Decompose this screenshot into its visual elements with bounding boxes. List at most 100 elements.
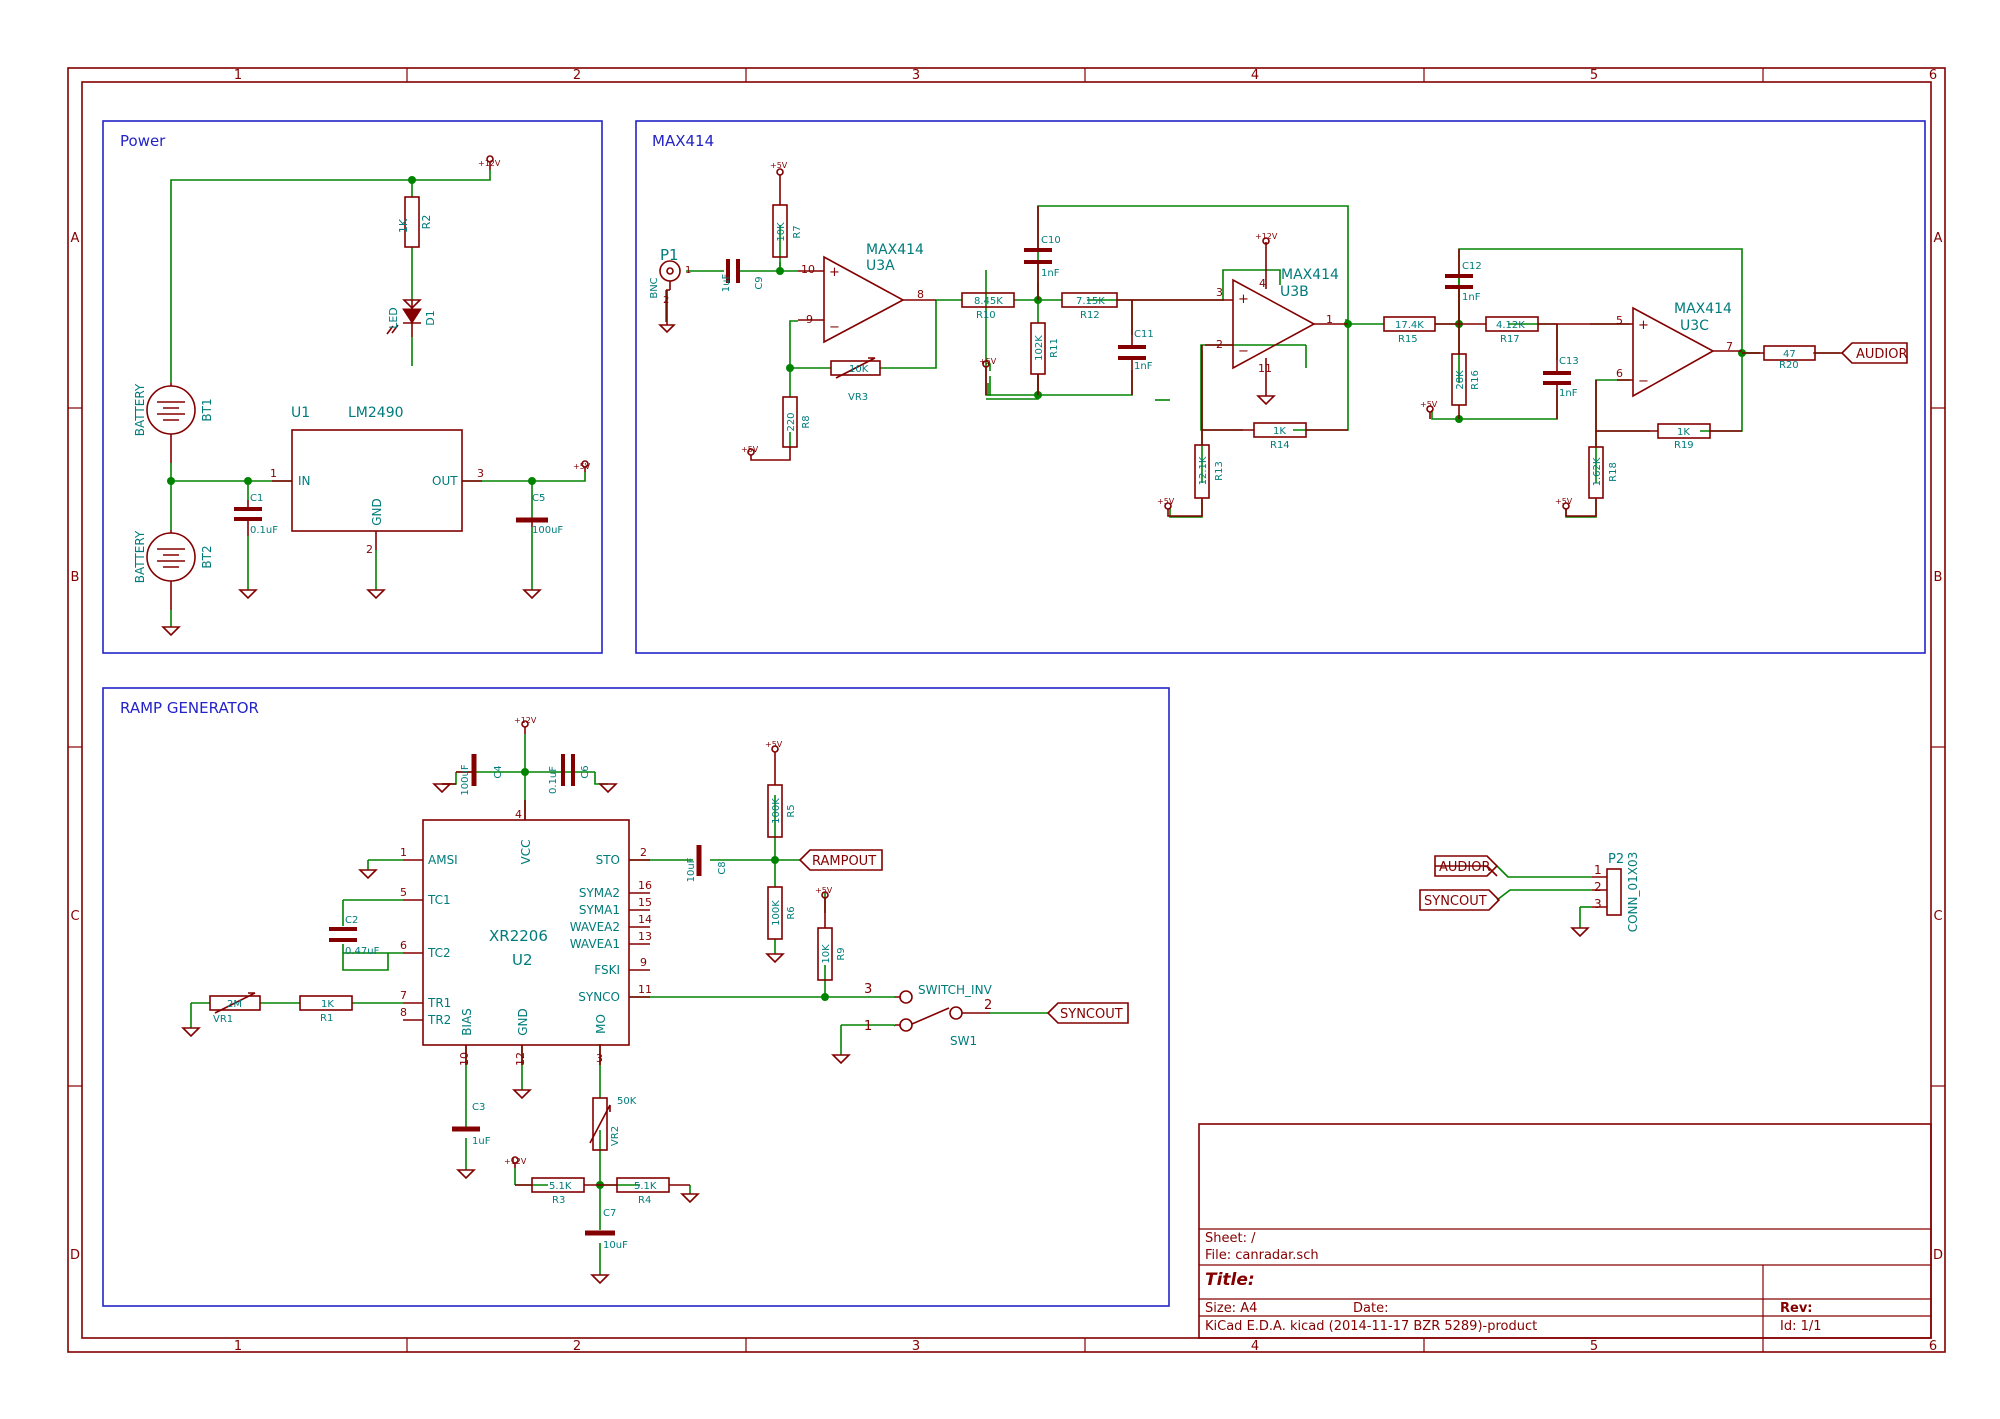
u2-pin-tr2-num: 8 bbox=[400, 1006, 407, 1019]
u3a-pin8: 8 bbox=[917, 288, 924, 301]
power-label-plus12v-2: +12V bbox=[1255, 232, 1278, 241]
c10-ref: C10 bbox=[1041, 235, 1061, 246]
power-label-plus12v-4: +12V bbox=[504, 1157, 527, 1166]
u2-pin-mo-label: MO bbox=[594, 1014, 608, 1034]
c3-ref: C3 bbox=[472, 1102, 485, 1113]
col-label-bottom-2: 2 bbox=[573, 1339, 581, 1354]
p2-pin3: 3 bbox=[1594, 897, 1602, 911]
col-label-top-3: 3 bbox=[912, 68, 920, 83]
r20-value: 47 bbox=[1783, 349, 1796, 360]
row-label-right-c: C bbox=[1933, 909, 1942, 924]
u2-pin-vcc-num: 4 bbox=[515, 808, 522, 821]
u3b-pin2: 2 bbox=[1216, 338, 1223, 351]
u3a-ref: U3A bbox=[866, 258, 895, 274]
u1-value: LM2490 bbox=[348, 405, 404, 421]
u3c-value: MAX414 bbox=[1674, 301, 1732, 317]
c7-value: 10uF bbox=[603, 1240, 628, 1251]
u3c-ref: U3C bbox=[1680, 318, 1709, 334]
u3b-value: MAX414 bbox=[1281, 267, 1339, 283]
u3b-pin4: 4 bbox=[1259, 277, 1266, 290]
u2-pin-sto-num: 2 bbox=[640, 846, 647, 859]
p2-pin1: 1 bbox=[1594, 863, 1602, 877]
c1-ref: C1 bbox=[250, 493, 263, 504]
p1-pin1: 1 bbox=[685, 265, 691, 276]
r4-ref: R4 bbox=[638, 1195, 651, 1206]
col-label-top-4: 4 bbox=[1251, 68, 1259, 83]
ramp-generator-section-box bbox=[102, 687, 1170, 1307]
power-label-plus5v-9: +5V bbox=[815, 886, 833, 895]
vr2-ref: VR2 bbox=[610, 1126, 621, 1146]
power-section-box bbox=[102, 120, 603, 654]
u2-pin-synco-label: SYNCO bbox=[578, 990, 620, 1004]
u1-pin2-num: 2 bbox=[366, 543, 373, 556]
c5-ref: C5 bbox=[532, 493, 545, 504]
r8-ref: R8 bbox=[801, 415, 812, 428]
sw1-pin3: 3 bbox=[864, 982, 872, 997]
u2-pin-sto-label: STO bbox=[596, 853, 620, 867]
u2-pin-tc2-label: TC2 bbox=[427, 946, 451, 960]
title-block-title: Title: bbox=[1205, 1270, 1255, 1290]
r12-ref: R12 bbox=[1080, 310, 1100, 321]
u2-pin-tc1-num: 5 bbox=[400, 886, 407, 899]
col-label-bottom-4: 4 bbox=[1251, 1339, 1259, 1354]
u1-pin3-num: 3 bbox=[477, 467, 484, 480]
p1-pin2: 2 bbox=[663, 295, 669, 306]
sw1-pin1: 1 bbox=[864, 1019, 872, 1034]
r7-ref: R7 bbox=[792, 225, 803, 238]
c13-ref: C13 bbox=[1559, 356, 1579, 367]
col-label-bottom-5: 5 bbox=[1590, 1339, 1598, 1354]
d1-value: LED bbox=[387, 307, 400, 329]
u2-pin-syma1-num: 15 bbox=[638, 896, 652, 909]
bt2-value: BATTERY bbox=[133, 530, 147, 583]
r10-ref: R10 bbox=[976, 310, 996, 321]
r11-value: 102K bbox=[1034, 335, 1045, 361]
u1-pin-gnd: GND bbox=[370, 498, 384, 526]
r17-value: 4.12K bbox=[1496, 320, 1525, 331]
r11-ref: R11 bbox=[1049, 338, 1060, 358]
p1-value: BNC bbox=[649, 277, 660, 298]
r9-value: 10K bbox=[821, 944, 832, 964]
r20-ref: R20 bbox=[1779, 360, 1799, 371]
power-label-plus5v-8: +5V bbox=[765, 740, 783, 749]
net-label-audior-2: AUDIOR bbox=[1439, 860, 1491, 875]
c2-value: 0.47uF bbox=[345, 946, 380, 957]
r13-value: 12.1K bbox=[1198, 456, 1209, 485]
title-block-id: Id: 1/1 bbox=[1780, 1319, 1822, 1334]
c2-ref: C2 bbox=[345, 915, 358, 926]
col-label-top-6: 6 bbox=[1929, 68, 1937, 83]
c10-value: 1nF bbox=[1041, 268, 1060, 279]
u2-pin-wavea1-label: WAVEA1 bbox=[570, 937, 620, 951]
r9-ref: R9 bbox=[836, 947, 847, 960]
r2-ref: R2 bbox=[420, 215, 433, 230]
c12-value: 1nF bbox=[1462, 292, 1481, 303]
bt1-ref: BT1 bbox=[200, 398, 214, 421]
r16-value: 28K bbox=[1455, 370, 1466, 390]
u2-pin-amsi-label: AMSI bbox=[428, 853, 458, 867]
col-label-bottom-3: 3 bbox=[912, 1339, 920, 1354]
svg-text:−: − bbox=[1638, 374, 1649, 389]
title-block-sheet: Sheet: / bbox=[1205, 1231, 1256, 1246]
power-label-plus5v-3: +5V bbox=[741, 445, 759, 454]
title-block: Sheet: / File: canradar.sch Title: Size:… bbox=[1198, 1123, 1932, 1339]
r6-ref: R6 bbox=[786, 906, 797, 919]
p2-pin2: 2 bbox=[1594, 880, 1602, 894]
u2-pin-amsi-num: 1 bbox=[400, 846, 407, 859]
power-labels: +12V +5V 1K R2 LED D1 BATTERY BT1 BATTER… bbox=[133, 159, 591, 583]
c7-ref: C7 bbox=[603, 1208, 616, 1219]
u2-pin-fski-label: FSKI bbox=[594, 963, 620, 977]
c3-value: 1uF bbox=[472, 1136, 491, 1147]
c1-value: 0.1uF bbox=[250, 525, 278, 536]
vr1-value: 2M bbox=[227, 999, 242, 1010]
r14-value: 1K bbox=[1273, 426, 1286, 437]
u2-pin-tr1-num: 7 bbox=[400, 989, 407, 1002]
title-block-date: Date: bbox=[1353, 1301, 1388, 1316]
r12-value: 7.15K bbox=[1076, 296, 1105, 307]
r15-ref: R15 bbox=[1398, 334, 1418, 345]
col-label-bottom-6: 6 bbox=[1929, 1339, 1937, 1354]
u3b-pin1: 1 bbox=[1326, 313, 1333, 326]
u2-ref: U2 bbox=[512, 951, 533, 969]
r14-ref: R14 bbox=[1270, 440, 1290, 451]
ramp-labels: +12V 100uF C4 0.1uF C6 XR2206 U2 VCC 4 A… bbox=[213, 716, 1640, 1251]
drawing-frame bbox=[67, 67, 1946, 1353]
